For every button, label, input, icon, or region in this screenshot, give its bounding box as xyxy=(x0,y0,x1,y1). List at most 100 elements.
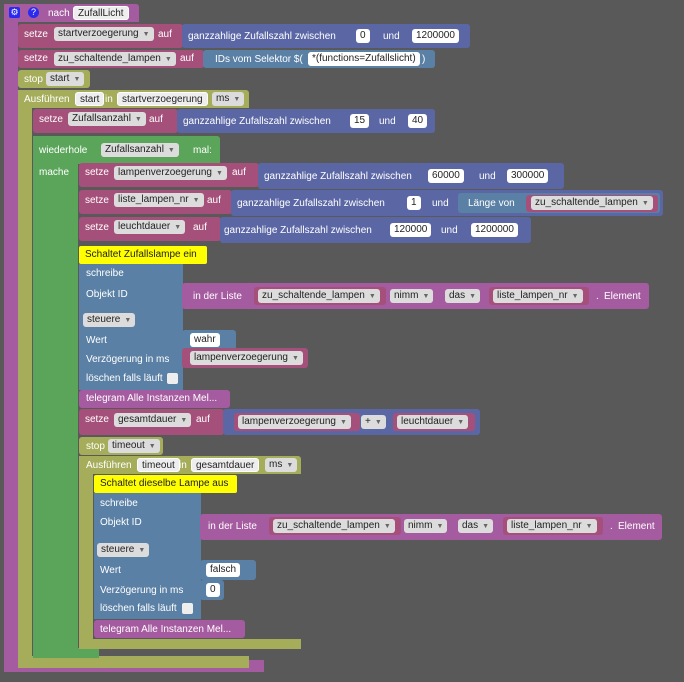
min-field[interactable]: 1 xyxy=(407,196,421,210)
mache-label: mache xyxy=(39,167,70,178)
dropdown-arrow-icon: ▼ xyxy=(339,419,347,426)
stop-value: start xyxy=(50,73,70,84)
var-dropdown[interactable]: liste_lampen_nr▼ xyxy=(493,289,583,303)
var-dropdown[interactable]: leuchtdauer▼ xyxy=(114,220,186,234)
expr-label: ganzzahlige Zufallszahl zwischen xyxy=(224,225,372,236)
und-label: und xyxy=(479,171,496,182)
trigger-name[interactable]: ZufallLicht xyxy=(73,6,129,20)
expr-label: ganzzahlige Zufallszahl zwischen xyxy=(264,171,412,182)
comment-text: Schaltet dieselbe Lampe aus xyxy=(100,478,229,489)
unit-dropdown[interactable]: ms▼ xyxy=(212,92,245,106)
var-dropdown[interactable]: liste_lampen_nr▼ xyxy=(507,519,597,533)
telegram-block[interactable] xyxy=(79,390,230,408)
random-int-block[interactable] xyxy=(177,109,435,133)
var-dropdown[interactable]: lampenverzoegerung▼ xyxy=(238,415,351,429)
dropdown-arrow-icon: ▼ xyxy=(374,419,382,426)
min-field[interactable]: 15 xyxy=(350,114,370,128)
max-field[interactable]: 1200000 xyxy=(412,29,459,43)
steuere-dropdown[interactable]: steuere▼ xyxy=(83,313,136,327)
dropdown-arrow-icon: ▼ xyxy=(291,355,299,362)
comment-block[interactable] xyxy=(79,246,207,264)
stop-dropdown[interactable]: start▼ xyxy=(46,72,85,86)
take-dropdown[interactable]: nimm▼ xyxy=(404,519,448,533)
exec-label: Ausführen xyxy=(24,94,70,105)
min-field[interactable]: 120000 xyxy=(390,223,432,237)
var-dropdown[interactable]: zu_schaltende_lampen▼ xyxy=(258,289,380,303)
var-dropdown[interactable]: zu_schaltende_lampen▼ xyxy=(531,196,653,210)
auf-label: auf xyxy=(180,53,194,64)
var-dropdown[interactable]: gesamtdauer▼ xyxy=(114,413,192,427)
stop-label: stop xyxy=(86,441,105,452)
exec-var[interactable]: gesamtdauer xyxy=(191,458,260,472)
auf-label: auf xyxy=(207,195,221,206)
stop-label: stop xyxy=(24,74,43,85)
exec-timeout-side xyxy=(79,456,93,649)
dropdown-arrow-icon: ▼ xyxy=(192,197,200,204)
var-dropdown[interactable]: zu_schaltende_lampen▼ xyxy=(54,52,176,66)
comment-block[interactable] xyxy=(94,475,237,493)
exec-var[interactable]: startverzoegerung xyxy=(117,92,208,106)
unit-dropdown[interactable]: ms▼ xyxy=(265,458,298,472)
dropdown-arrow-icon: ▼ xyxy=(167,147,175,154)
var-dropdown[interactable]: Zufallsanzahl▼ xyxy=(68,112,146,126)
clear-checkbox[interactable] xyxy=(182,603,193,614)
var-name: liste_lampen_nr xyxy=(118,194,189,205)
length-label: Länge von xyxy=(468,198,515,209)
min-field[interactable]: 0 xyxy=(356,29,370,43)
var-dropdown[interactable]: lampenverzoegerung▼ xyxy=(114,166,227,180)
clear-checkbox[interactable] xyxy=(167,373,178,384)
repeat-bottom xyxy=(33,648,99,658)
exec-timeout-bottom xyxy=(79,639,301,649)
dropdown-arrow-icon: ▼ xyxy=(174,224,182,231)
var-dropdown[interactable]: leuchtdauer▼ xyxy=(397,415,469,429)
auf-label: auf xyxy=(158,29,172,40)
und-label: und xyxy=(432,198,449,209)
selector-field[interactable]: *(functions=Zufallslicht) xyxy=(308,52,420,66)
op-dropdown[interactable]: +▼ xyxy=(361,415,386,429)
clear-label: löschen falls läuft xyxy=(100,603,177,614)
auf-label: auf xyxy=(196,414,210,425)
max-field[interactable]: 300000 xyxy=(507,169,549,183)
dropdown-arrow-icon: ▼ xyxy=(142,31,150,38)
delay-field[interactable]: 0 xyxy=(206,583,220,597)
var-name: Zufallsanzahl xyxy=(72,113,131,124)
dropdown-arrow-icon: ▼ xyxy=(148,443,156,450)
element-label: Element xyxy=(618,521,655,532)
selector-label: IDs vom Selektor $( xyxy=(215,54,303,65)
take-dropdown[interactable]: nimm▼ xyxy=(390,289,434,303)
dropdown-arrow-icon: ▼ xyxy=(286,462,294,469)
exec-name[interactable]: start xyxy=(75,92,105,106)
var-name: liste_lampen_nr xyxy=(511,520,582,531)
var-dropdown[interactable]: Zufallsanzahl▼ xyxy=(101,143,179,157)
var-dropdown[interactable]: lampenverzoegerung▼ xyxy=(190,351,303,365)
var-dropdown[interactable]: liste_lampen_nr▼ xyxy=(114,193,204,207)
var-dropdown[interactable]: startverzoegerung▼ xyxy=(54,27,154,41)
var-name: leuchtdauer xyxy=(401,416,454,427)
exec-name[interactable]: timeout xyxy=(137,458,180,472)
bool-value[interactable]: falsch xyxy=(206,563,241,577)
das-dropdown[interactable]: das▼ xyxy=(445,289,481,303)
bool-value[interactable]: wahr xyxy=(190,333,220,347)
max-field[interactable]: 1200000 xyxy=(471,223,518,237)
repeat-side xyxy=(33,136,78,658)
stop-dropdown[interactable]: timeout▼ xyxy=(108,439,160,453)
steuere-dropdown[interactable]: steuere▼ xyxy=(97,543,150,557)
write-block[interactable] xyxy=(79,264,183,390)
help-icon[interactable]: ? xyxy=(28,7,39,18)
dropdown-arrow-icon: ▼ xyxy=(180,417,188,424)
das-dropdown[interactable]: das▼ xyxy=(458,519,494,533)
das-value: das xyxy=(449,290,466,301)
dropdown-arrow-icon: ▼ xyxy=(641,200,649,207)
min-field[interactable]: 60000 xyxy=(428,169,464,183)
dropdown-arrow-icon: ▼ xyxy=(457,419,465,426)
setze-label: setze xyxy=(85,222,109,233)
var-dropdown[interactable]: zu_schaltende_lampen▼ xyxy=(273,519,395,533)
max-field[interactable]: 40 xyxy=(408,114,428,128)
unit-value: ms xyxy=(216,93,230,104)
schreibe-label: schreibe xyxy=(100,498,138,509)
telegram-block[interactable] xyxy=(94,620,245,638)
var-name: lampenverzoegerung xyxy=(118,167,212,178)
var-name: lampenverzoegerung xyxy=(194,352,288,363)
gear-icon[interactable]: ⚙ xyxy=(9,7,20,18)
take-value: nimm xyxy=(394,290,419,301)
